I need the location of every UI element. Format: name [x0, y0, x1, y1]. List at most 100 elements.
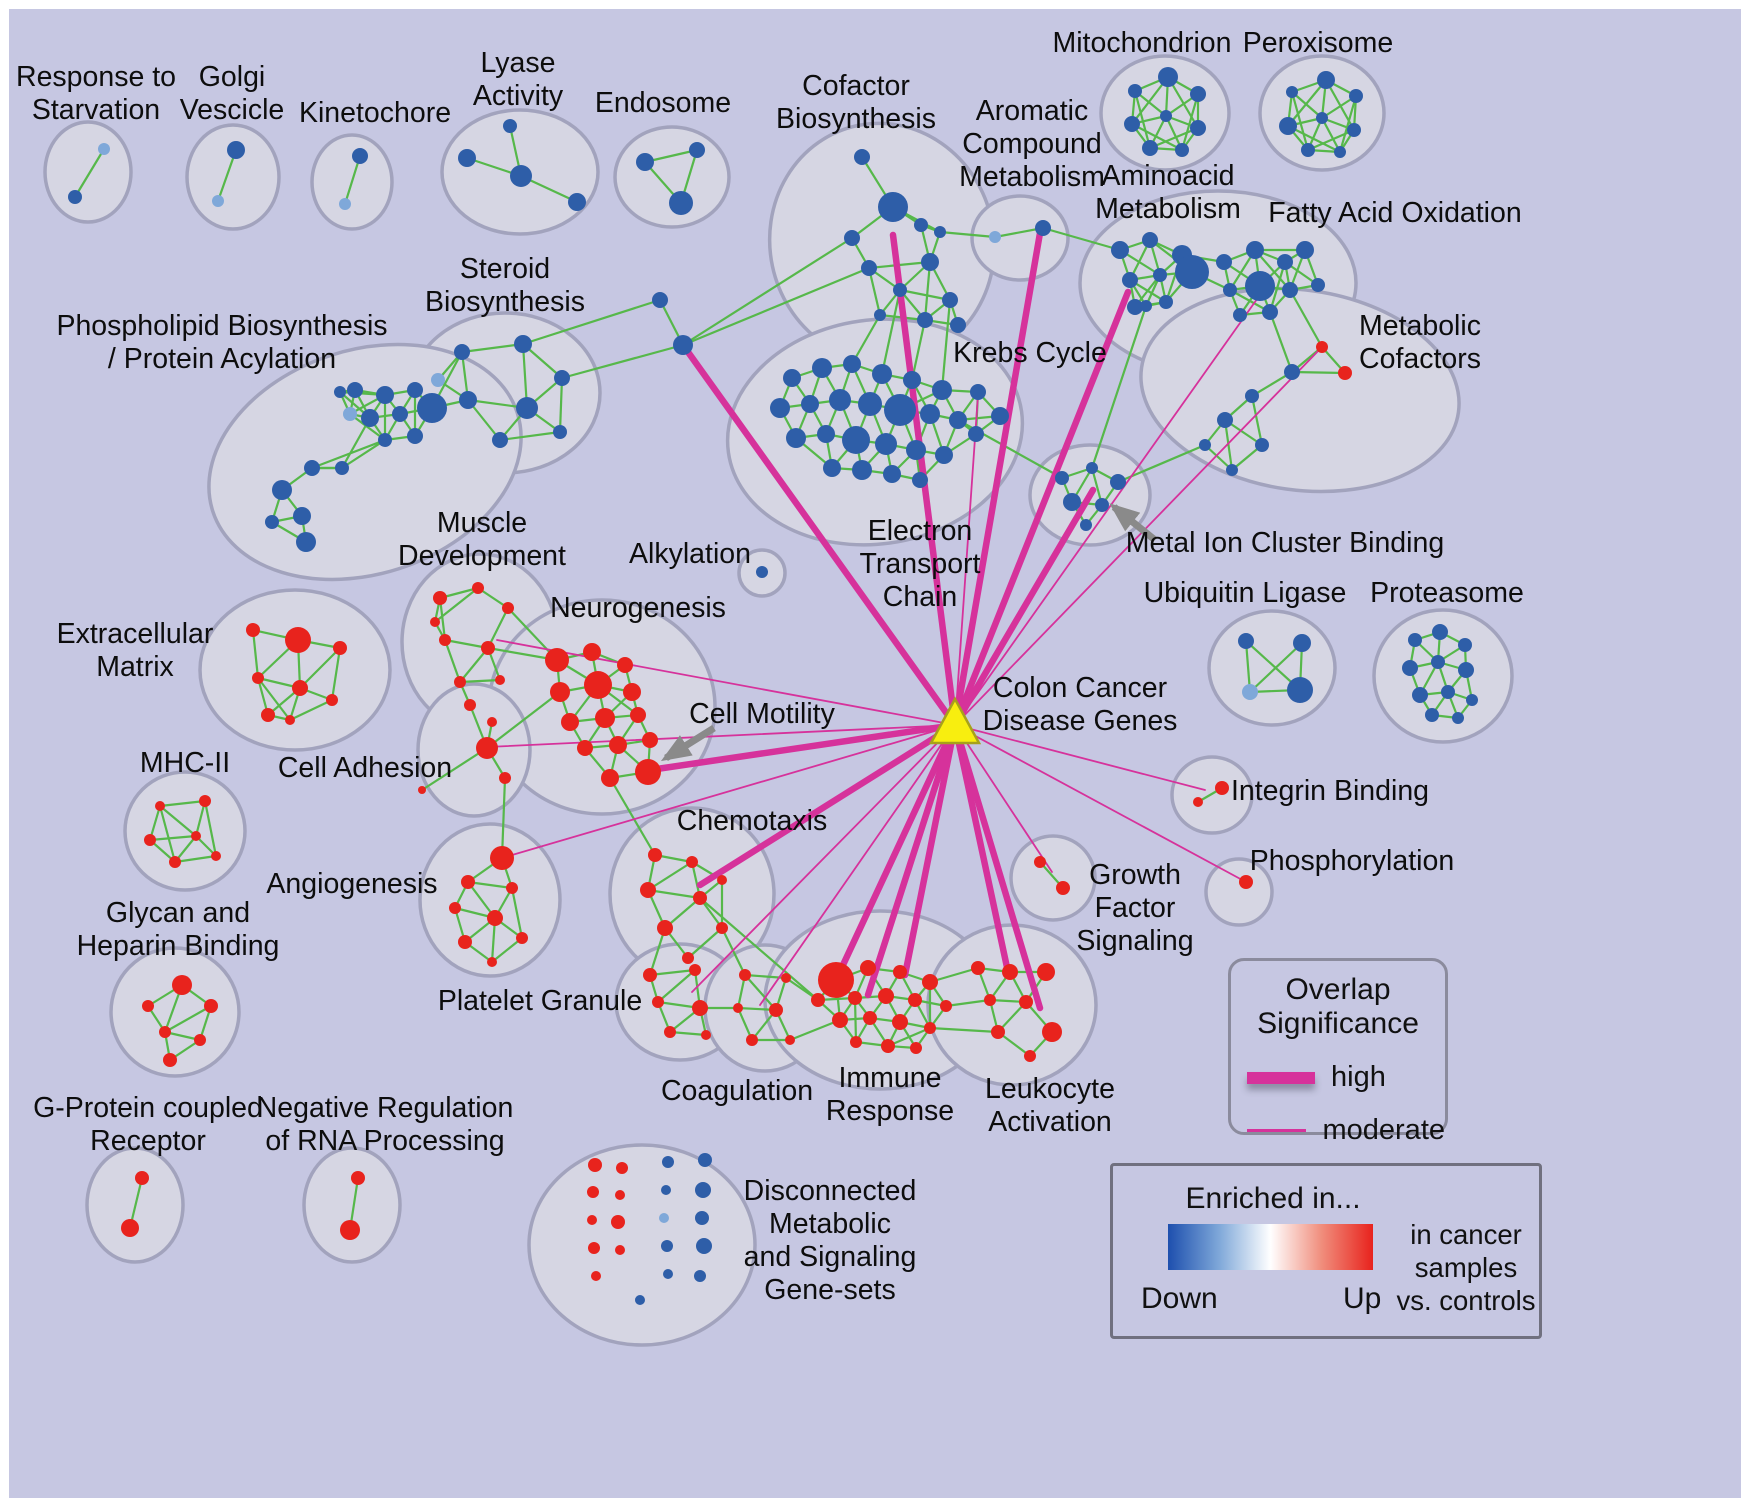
gene-set-edge	[1133, 90, 1152, 149]
gene-set-node	[635, 1295, 645, 1305]
gene-set-node	[1111, 241, 1129, 259]
gene-set-edge	[1249, 642, 1303, 693]
gene-set-node	[417, 393, 447, 423]
gene-set-node	[949, 411, 967, 429]
gene-set-node	[1223, 283, 1237, 297]
gene-set-edge	[744, 974, 777, 1011]
gene-set-node	[199, 795, 211, 807]
gene-set-node	[642, 732, 658, 748]
gene-set-node	[1262, 304, 1278, 320]
gene-set-node	[1311, 278, 1325, 292]
gene-set-edge	[510, 887, 524, 939]
hub-edge-high	[951, 486, 1097, 729]
gene-set-node	[662, 1156, 674, 1168]
gene-set-node	[1190, 120, 1206, 136]
gene-set-node	[261, 708, 275, 722]
gene-set-node	[454, 676, 466, 688]
gene-set-edge	[789, 1018, 841, 1042]
gene-set-node	[716, 922, 728, 934]
gene-set-edge	[330, 647, 342, 701]
high-significance-label: high	[1331, 1061, 1386, 1093]
gene-set-edge	[74, 148, 105, 198]
gene-set-node	[1408, 633, 1422, 647]
gene-set-node	[1286, 86, 1298, 98]
gene-set-node	[696, 1238, 712, 1254]
gene-set-node	[333, 641, 347, 655]
gene-set-node	[861, 260, 877, 276]
gene-set-node	[817, 425, 835, 443]
gene-set-edge	[1289, 289, 1323, 348]
gene-set-node	[640, 882, 656, 898]
gene-set-node	[487, 957, 497, 967]
gene-set-edge	[486, 691, 561, 749]
gene-set-node	[561, 713, 579, 731]
gene-set-edge	[203, 800, 218, 857]
cluster-ellipse-phosphorylation	[1204, 857, 1274, 927]
gene-set-node	[1349, 89, 1363, 103]
cluster-ellipse-aromatic-compound-metabolism	[970, 194, 1070, 282]
gene-set-node	[1160, 110, 1172, 122]
gene-set-node	[630, 707, 646, 723]
gene-set-node	[490, 846, 514, 870]
gene-set-edge	[1250, 395, 1264, 446]
hub-edge-moderate	[501, 724, 956, 859]
gene-set-node	[686, 856, 698, 868]
gene-set-node	[492, 432, 508, 448]
gene-set-node	[1124, 116, 1140, 132]
gene-set-edge	[174, 854, 217, 864]
layer-hub	[486, 229, 1323, 1012]
gene-set-edge	[487, 607, 509, 649]
gene-set-edge	[851, 314, 881, 365]
gene-set-edge	[929, 1026, 999, 1034]
enrichment-gradient-bar	[1168, 1224, 1373, 1270]
gene-set-edge	[648, 927, 667, 976]
enriched-note-line2: samples	[1414, 1252, 1518, 1283]
gene-set-edge	[341, 417, 371, 469]
gene-set-node	[1217, 412, 1233, 428]
overlap-legend-title-line2: Significance	[1257, 1007, 1419, 1040]
gene-set-edge	[444, 638, 489, 650]
hub-edge-high	[901, 721, 959, 979]
gene-set-edge	[216, 149, 238, 202]
gene-set-node	[1238, 633, 1254, 649]
gene-set-edge	[649, 968, 696, 977]
gene-set-edge	[149, 834, 197, 842]
gene-set-node	[689, 142, 705, 158]
hub-edge-moderate	[954, 346, 1323, 726]
gene-set-node	[694, 1270, 706, 1282]
gene-set-node	[893, 965, 907, 979]
gene-set-node	[481, 641, 495, 655]
gene-set-node	[1042, 1022, 1062, 1042]
gene-set-node	[664, 1026, 676, 1038]
gene-set-node	[376, 386, 394, 404]
gene-set-edge	[647, 861, 693, 891]
cluster-ellipse-ubiquitin-ligase	[1207, 609, 1337, 727]
gene-set-node	[770, 398, 790, 418]
gene-set-edge	[939, 230, 996, 239]
gene-set-node	[848, 991, 862, 1005]
up-label: Up	[1343, 1282, 1382, 1315]
gene-set-node	[659, 1213, 669, 1223]
gene-set-node	[334, 386, 346, 398]
gene-set-node	[1338, 366, 1352, 380]
gene-set-node	[910, 1042, 922, 1054]
gene-set-node	[1277, 254, 1293, 270]
gene-set-node	[1193, 797, 1203, 807]
gene-set-node	[1142, 232, 1158, 248]
gene-set-node	[378, 433, 392, 447]
hub-edge-high	[832, 721, 959, 984]
gene-set-edge	[459, 647, 489, 683]
gene-set-node	[461, 875, 475, 889]
label-coagulation: Coagulation	[661, 1075, 813, 1107]
down-label: Down	[1141, 1282, 1218, 1315]
gene-set-edge	[467, 880, 513, 890]
gene-set-node	[1055, 471, 1069, 485]
